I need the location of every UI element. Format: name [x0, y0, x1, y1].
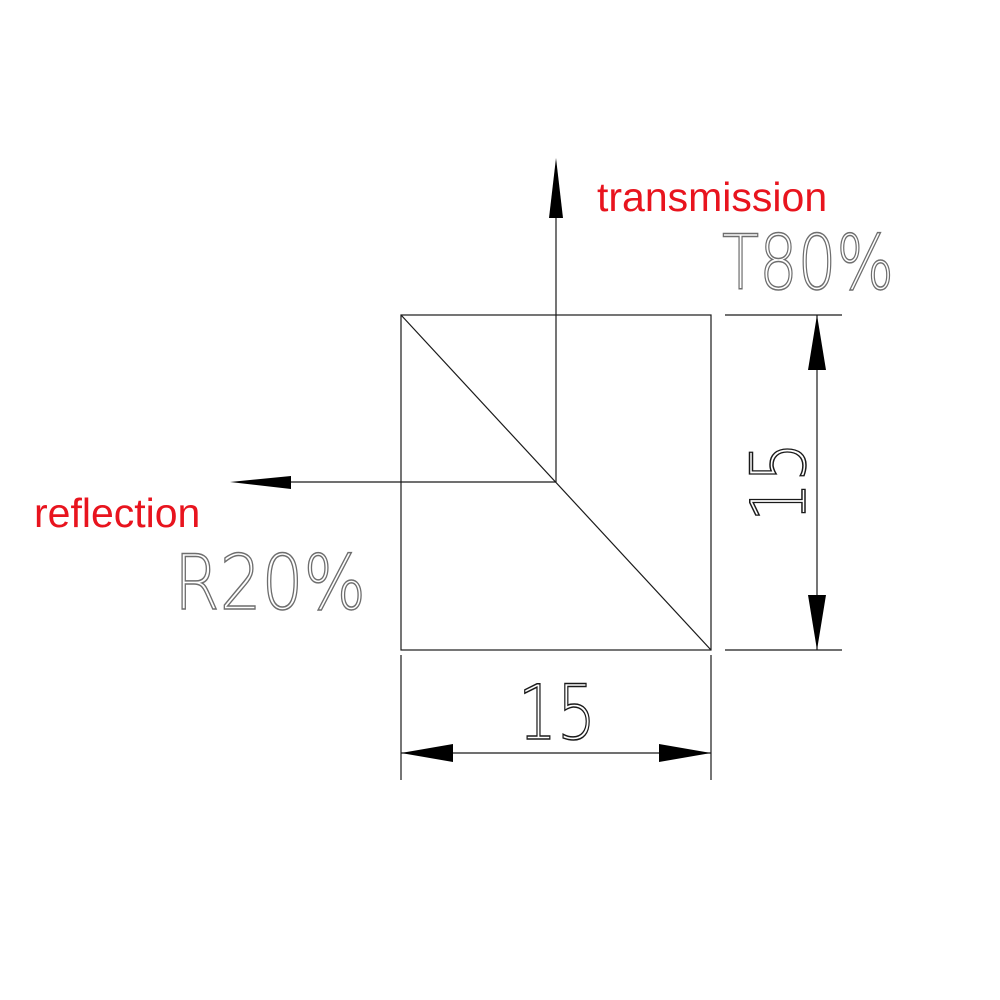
height-dimension-text: 15	[734, 442, 823, 522]
transmitted-beam-arrowhead	[549, 158, 563, 218]
transmission-value: T80%	[722, 218, 894, 307]
reflection-label: reflection	[34, 490, 200, 536]
height-arrowhead-top	[808, 315, 826, 370]
width-arrowhead-right	[659, 744, 711, 762]
reflected-beam-arrowhead	[230, 476, 291, 489]
width-arrowhead-left	[401, 744, 453, 762]
reflection-value: R20%	[174, 538, 366, 627]
height-arrowhead-bottom	[808, 595, 826, 650]
transmission-label: transmission	[597, 174, 827, 220]
width-dimension-text: 15	[518, 668, 596, 757]
